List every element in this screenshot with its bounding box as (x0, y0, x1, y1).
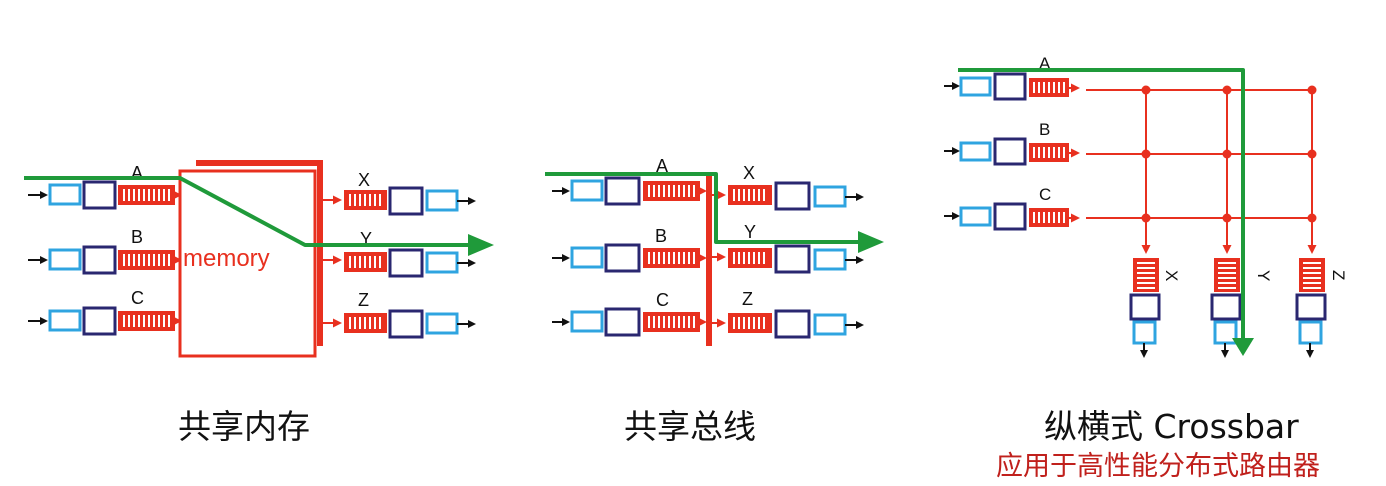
queue-buffer (118, 311, 175, 331)
input-label-c: C (656, 290, 669, 310)
output-port-z: Z (320, 290, 476, 339)
shared-bus-panel: A B C (545, 156, 884, 346)
output-port-x: X (712, 163, 864, 211)
packet-path-arrow (545, 172, 884, 253)
output-label-y: Y (1254, 270, 1273, 281)
output-label-z: Z (1329, 270, 1348, 280)
output-label-z: Z (358, 290, 369, 310)
input-label-b: B (1039, 120, 1050, 139)
output-port-y: Y (712, 222, 864, 274)
queue-buffer (728, 248, 772, 268)
input-port-c: C (552, 290, 707, 337)
input-port-c: C (28, 288, 182, 336)
crossbar-grid (1086, 89, 1317, 254)
output-port-z: Z (712, 289, 864, 339)
input-port-a: A (944, 54, 1080, 101)
packet-path-arrow (24, 176, 494, 256)
queue-buffer (1029, 143, 1069, 162)
input-label-b: B (655, 226, 667, 246)
input-port-c: C (944, 185, 1080, 231)
memory-block: memory (178, 160, 323, 358)
packet-path-arrow (958, 68, 1254, 356)
queue-buffer (643, 312, 700, 332)
queue-buffer (643, 181, 700, 201)
queue-buffer (1214, 258, 1240, 292)
queue-buffer (344, 252, 387, 272)
output-label-x: X (358, 170, 370, 190)
queue-buffer (118, 250, 175, 270)
queue-buffer (1029, 208, 1069, 227)
input-label-a: A (656, 156, 668, 176)
input-label-c: C (131, 288, 144, 308)
shared-memory-caption: 共享内存 (178, 407, 310, 446)
queue-buffer (643, 248, 700, 268)
output-port-x: X (1129, 258, 1181, 358)
output-port-x: X (320, 170, 476, 216)
crossbar-panel: A B C (944, 54, 1348, 358)
output-label-y: Y (744, 222, 756, 242)
memory-label: memory (183, 245, 270, 272)
queue-buffer (728, 185, 772, 205)
output-port-y: Y (320, 229, 476, 278)
shared-memory-panel: A B C memory (24, 160, 494, 358)
input-port-a: A (28, 163, 182, 210)
input-port-b: B (552, 226, 707, 273)
shared-bus-caption: 共享总线 (624, 407, 756, 446)
input-label-c: C (1039, 185, 1051, 204)
queue-buffer (1133, 258, 1159, 292)
input-port-a: A (552, 156, 707, 206)
crossbar-caption: 纵横式 Crossbar (1044, 407, 1299, 446)
output-label-x: X (1162, 270, 1181, 281)
input-label-b: B (131, 227, 143, 247)
output-port-y: Y (1210, 258, 1273, 358)
queue-buffer (1299, 258, 1325, 292)
queue-buffer (344, 313, 387, 333)
crosspoint-nodes (1141, 85, 1317, 223)
input-port-b: B (28, 227, 182, 275)
output-label-z: Z (742, 289, 753, 309)
crossbar-subcaption: 应用于高性能分布式路由器 (996, 451, 1320, 482)
queue-buffer (1029, 78, 1069, 97)
queue-buffer (118, 185, 175, 205)
input-port-b: B (944, 120, 1080, 166)
output-port-z: Z (1295, 258, 1348, 358)
queue-buffer (344, 190, 387, 210)
output-label-x: X (743, 163, 755, 183)
queue-buffer (728, 313, 772, 333)
